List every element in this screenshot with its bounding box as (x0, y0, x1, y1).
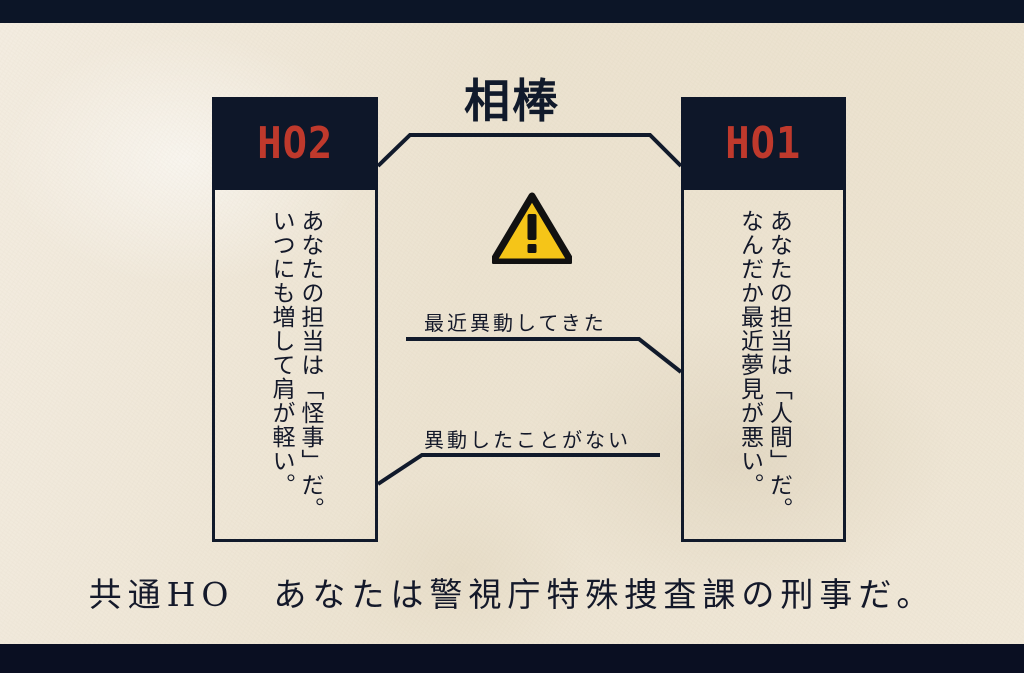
card-ho1-header: HO1 (681, 97, 846, 190)
card-ho1[interactable]: HO1 あなたの担当は「人間」だ。 なんだか最近夢見が悪い。 (681, 97, 846, 542)
connector-label-transferred: 最近異動してきた (424, 311, 607, 335)
card-ho2[interactable]: HO2 あなたの担当は「怪事」だ。 いつにも増して肩が軽い。 (212, 97, 378, 542)
card-ho2-line-2: いつにも増して肩が軽い。 (268, 209, 294, 497)
top-navy-bar (0, 0, 1024, 23)
warning-triangle-icon (492, 192, 572, 264)
card-ho1-body: あなたの担当は「人間」だ。 なんだか最近夢見が悪い。 (684, 193, 843, 539)
page-title: 相棒 (464, 74, 560, 128)
card-ho2-body: あなたの担当は「怪事」だ。 いつにも増して肩が軽い。 (215, 193, 375, 539)
card-ho1-line-1: あなたの担当は「人間」だ。 (765, 209, 792, 521)
bottom-navy-bar (0, 644, 1024, 673)
card-ho2-header: HO2 (212, 97, 378, 190)
card-ho1-line-2: なんだか最近夢見が悪い。 (736, 209, 763, 497)
connector-label-never-transferred: 異動したことがない (424, 428, 631, 452)
footer-common-ho: 共通HO あなたは警視庁特殊捜査課の刑事だ。 (88, 575, 936, 614)
card-ho2-label: HO2 (257, 118, 333, 169)
card-ho1-label: HO1 (725, 118, 802, 169)
card-ho2-line-1: あなたの担当は「怪事」だ。 (296, 209, 323, 521)
